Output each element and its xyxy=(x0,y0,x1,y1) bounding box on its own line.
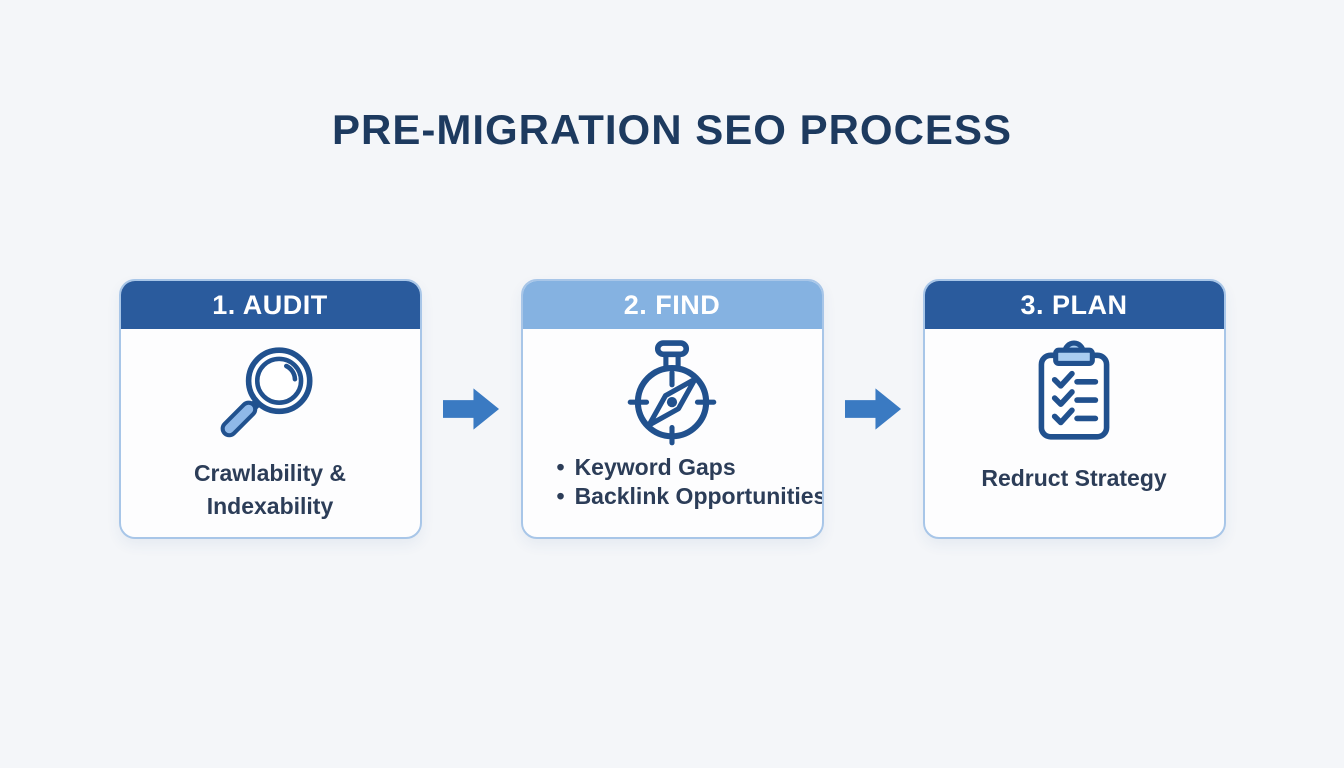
step-card-plan-text: Redruct Strategy xyxy=(981,465,1167,491)
step-card-audit-header: 1. AUDIT xyxy=(120,281,420,329)
bullet-text: Backlink Opportunities xyxy=(574,483,824,510)
step-card-plan-header: 3. PLAN xyxy=(924,281,1224,329)
step-card-plan: 3. PLAN Redruct Strategy xyxy=(922,279,1226,539)
clipboard-checklist-icon xyxy=(1018,335,1130,453)
bullet-dot: • xyxy=(556,483,565,510)
step-card-audit-body: Crawlability & Indexability xyxy=(121,329,420,537)
magnifier-icon xyxy=(214,335,326,453)
step-card-plan-body: Redruct Strategy xyxy=(925,329,1224,537)
step-card-find-bullets: • Keyword Gaps • Backlink Opportunities xyxy=(556,453,824,512)
process-flow: 1. AUDIT Crawlability & Indexability xyxy=(0,279,1344,539)
step-card-audit-text: Crawlability & Indexability xyxy=(193,460,347,519)
step-card-audit: 1. AUDIT Crawlability & Indexability xyxy=(118,279,422,539)
page-title: PRE-MIGRATION SEO PROCESS xyxy=(332,106,1012,153)
step-card-find-body: • Keyword Gaps • Backlink Opportunities xyxy=(523,329,822,537)
compass-stopwatch-icon xyxy=(616,335,728,453)
step-card-find: 2. FIND xyxy=(520,279,824,539)
bullet-dot: • xyxy=(556,454,565,480)
flow-arrow-icon xyxy=(442,387,500,431)
list-item: • Keyword Gaps xyxy=(556,453,822,482)
list-item: • Backlink Opportunities xyxy=(556,482,824,511)
flow-arrow-icon xyxy=(844,387,902,431)
step-card-find-header: 2. FIND xyxy=(522,281,822,329)
bullet-text: Keyword Gaps xyxy=(574,454,736,480)
